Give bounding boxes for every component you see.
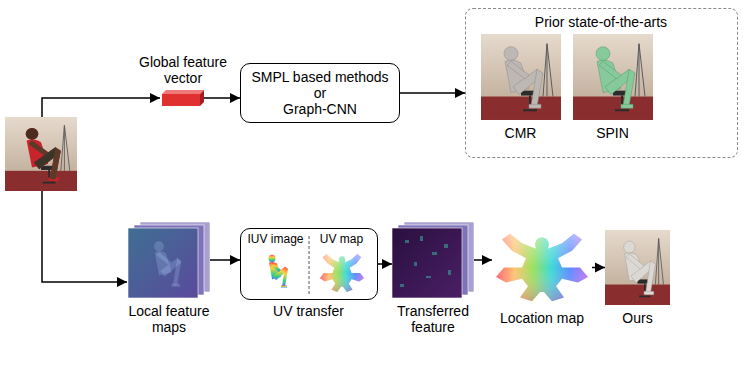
- node-label: Location map: [492, 310, 592, 326]
- flow-arrow: [378, 263, 392, 265]
- node-label: CMR: [481, 125, 561, 141]
- uv-panel: UV map: [310, 230, 374, 298]
- location-map: Location map: [492, 230, 592, 305]
- transfer-box: UV transferIUV imageUV map: [240, 228, 378, 300]
- cmr-result: [481, 34, 561, 120]
- flow-arrow: [474, 259, 492, 261]
- transferred-feature-stack: [392, 222, 474, 298]
- divider: [309, 236, 310, 296]
- feature-vector-node: Global feature vector: [162, 90, 204, 106]
- iuv-figure: [269, 255, 289, 288]
- node-label: UV map: [310, 232, 374, 246]
- spin-result: [573, 34, 653, 120]
- process-box: SMPL based methodsorGraph-CNN: [240, 63, 400, 123]
- feature-maps: Local feature maps: [128, 222, 210, 298]
- iuv-panel: IUV image: [244, 230, 308, 298]
- result-image: CMR: [481, 34, 561, 120]
- location-map-figure: [496, 234, 588, 302]
- branch-line: [42, 98, 160, 117]
- result-image: SPIN: [573, 34, 653, 120]
- branch-line: [42, 191, 127, 282]
- input-photo: [5, 117, 77, 191]
- flow-arrow: [592, 267, 605, 269]
- node-label: UV transfer: [240, 303, 378, 319]
- feature-maps: Transferred feature: [392, 222, 474, 298]
- node-label: Local feature maps: [119, 303, 219, 335]
- uv-map-figure: [320, 254, 364, 292]
- flow-arrow: [204, 97, 240, 99]
- node-label: IUV image: [244, 232, 308, 246]
- local-feature-stack: [128, 222, 210, 298]
- node-label: SPIN: [573, 125, 653, 141]
- ours-result: [605, 230, 670, 305]
- feature-vector: [162, 90, 204, 106]
- flow-arrow: [400, 92, 465, 94]
- node-label: SMPL based methods: [251, 69, 388, 85]
- group-frame: Prior state-of-the-artsCMRSPIN: [465, 8, 738, 158]
- node-label: or: [314, 85, 326, 101]
- node-label: Graph-CNN: [283, 101, 357, 117]
- node-label: Prior state-of-the-arts: [466, 14, 736, 30]
- node-label: Global feature vector: [133, 54, 233, 86]
- flow-arrow: [210, 259, 240, 261]
- node-label: Ours: [598, 310, 678, 326]
- node-label: Transferred feature: [383, 303, 483, 335]
- result-image: Ours: [605, 230, 670, 305]
